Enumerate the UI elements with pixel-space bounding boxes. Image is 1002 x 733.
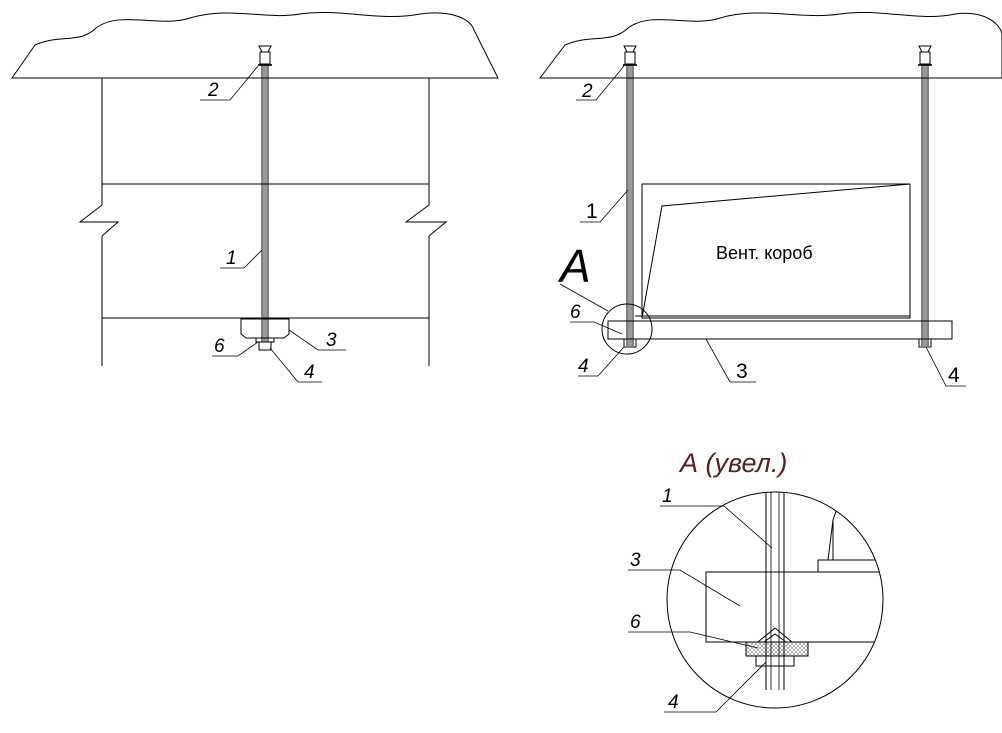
- label-rail-left: 3: [326, 330, 337, 351]
- detail-title: А (увел.): [678, 448, 787, 478]
- anchor-right-2: [918, 45, 932, 66]
- label-pad-right: 6: [570, 302, 581, 323]
- detail-circle-marker: [601, 303, 653, 355]
- leader-1-right: [580, 189, 629, 223]
- detail-label-pad: 6: [630, 612, 641, 633]
- label-nut-left: 4: [304, 362, 315, 383]
- detail-label-rod: 1: [662, 486, 673, 507]
- label-anchor-left: 2: [207, 80, 219, 101]
- leader-6-right: [570, 321, 623, 335]
- leader-4-left: [269, 347, 322, 383]
- detail-leader-6: [628, 631, 759, 649]
- leader-2-right: [576, 65, 625, 101]
- detail-washer: [756, 627, 794, 643]
- break-mark-left: [78, 204, 120, 237]
- detail-leader-1: [660, 505, 773, 549]
- ceiling-slab-right: [538, 11, 1002, 79]
- detail-duct-plate: [817, 559, 883, 573]
- nut-left: [258, 341, 272, 351]
- anchor-left: [258, 45, 272, 66]
- detail-rod: [765, 492, 785, 690]
- duct-caption: Вент. короб: [716, 243, 813, 263]
- leader-4-right-1: [578, 346, 625, 377]
- label-rail-right: 3: [736, 360, 748, 383]
- detail-circle: [666, 491, 884, 709]
- detail-nut: [755, 655, 795, 667]
- ceiling-slab-left: [11, 11, 499, 79]
- leader-3-right: [705, 338, 756, 383]
- break-mark-right: [404, 204, 448, 237]
- view-marker-a: A: [557, 240, 591, 292]
- ventilation-duct: [635, 183, 911, 319]
- detail-pad: [745, 641, 809, 657]
- detail-leader-3: [628, 569, 741, 607]
- leader-4-right-2: [925, 346, 966, 387]
- label-rod-left: 1: [226, 248, 237, 269]
- rail-profile-left: [240, 318, 290, 339]
- threaded-rod-left: [261, 64, 269, 342]
- label-nut-right-1: 4: [578, 356, 589, 377]
- label-anchor-right: 2: [581, 81, 593, 102]
- pad-left: [255, 337, 275, 343]
- detail-rail-block: [705, 571, 883, 643]
- threaded-rod-right-2: [921, 64, 929, 346]
- leader-1-left: [220, 249, 263, 269]
- detail-marker-leader: [559, 283, 609, 312]
- leader-3-left: [288, 329, 346, 351]
- left-view: 2 1 3 6 4: [11, 11, 499, 383]
- rail-right: [607, 320, 953, 340]
- label-pad-left: 6: [214, 336, 225, 357]
- detail-label-rail: 3: [630, 550, 641, 571]
- nut-right-2: [918, 338, 932, 348]
- anchor-right-1: [623, 45, 637, 66]
- leader-2-left: [200, 65, 259, 101]
- detail-view-a: А (увел.): [628, 448, 884, 713]
- detail-leader-4: [664, 661, 767, 713]
- right-view: Вент. короб A 2 1 6 4 3 4: [538, 11, 1002, 387]
- nut-right-1: [623, 338, 637, 348]
- detail-label-nut: 4: [668, 692, 679, 713]
- leader-6-left: [212, 341, 259, 357]
- label-rod-right: 1: [586, 200, 598, 223]
- threaded-rod-right-1: [626, 64, 634, 346]
- label-nut-right-2: 4: [948, 364, 960, 387]
